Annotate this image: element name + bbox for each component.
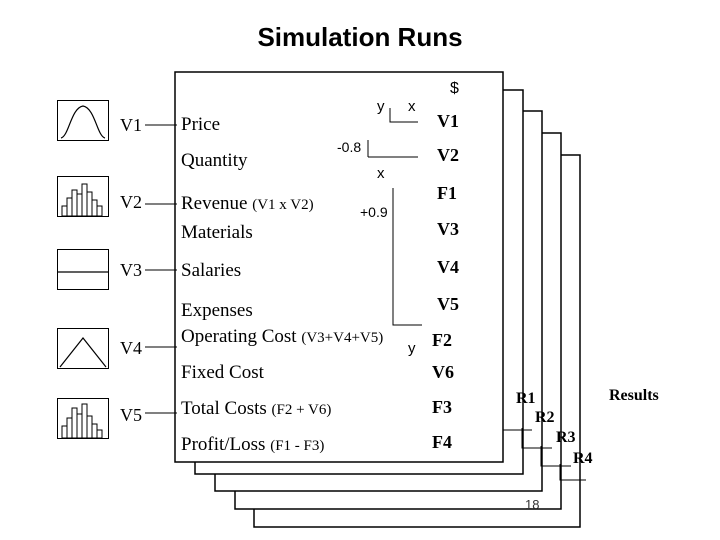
variable-label-v1: V1 — [120, 115, 142, 135]
result-run-r2: R2 — [535, 409, 555, 426]
corr-coef1: -0.8 — [337, 139, 362, 155]
results-label: Results — [609, 387, 659, 404]
row-label-profit-loss: Profit/Loss (F1 - F3) — [181, 434, 324, 456]
total-costs-formula: (F2 + V6) — [271, 402, 332, 418]
revenue-formula: (V1 x V2) — [252, 197, 314, 213]
row-label-operating-cost: Operating Cost (V3+V4+V5) — [181, 326, 383, 348]
operating-cost-text: Operating Cost — [181, 326, 297, 347]
cell-f4: F4 — [432, 432, 452, 452]
row-label-revenue: Revenue (V1 x V2) — [181, 193, 314, 215]
uniform-icon — [57, 249, 109, 290]
page-title: Simulation Runs — [257, 22, 463, 52]
cell-v6: V6 — [432, 362, 454, 382]
bell-curve-icon — [57, 100, 109, 141]
page-number: 18 — [525, 497, 540, 512]
operating-cost-formula: (V3+V4+V5) — [301, 330, 384, 346]
row-label-total-costs: Total Costs (F2 + V6) — [181, 398, 331, 420]
revenue-text: Revenue — [181, 193, 248, 214]
cell-v2: V2 — [437, 145, 459, 165]
variable-label-v5: V5 — [120, 405, 142, 425]
corr-y2: y — [408, 340, 416, 357]
currency-header: $ — [450, 80, 459, 97]
cell-v3: V3 — [437, 219, 459, 239]
cell-v5: V5 — [437, 294, 459, 314]
cell-v4: V4 — [437, 257, 459, 277]
corr-y1: y — [377, 98, 385, 115]
row-label-fixed-cost: Fixed Cost — [181, 362, 264, 383]
result-run-r3: R3 — [556, 429, 576, 446]
corr-coef2: +0.9 — [360, 204, 388, 220]
row-label-expenses: Expenses — [181, 300, 253, 321]
row-label-materials: Materials — [181, 222, 253, 243]
cell-f1: F1 — [437, 183, 457, 203]
histogram-icon — [57, 176, 109, 217]
profit-loss-formula: (F1 - F3) — [270, 438, 325, 454]
histogram-icon — [57, 398, 109, 439]
row-label-quantity: Quantity — [181, 150, 248, 171]
row-label-salaries: Salaries — [181, 260, 242, 281]
result-run-r4: R4 — [573, 450, 593, 467]
triangular-icon — [57, 328, 109, 369]
row-label-price: Price — [181, 114, 221, 135]
profit-loss-text: Profit/Loss — [181, 434, 266, 455]
variable-label-v2: V2 — [120, 192, 142, 212]
corr-x2: x — [377, 165, 385, 182]
variable-label-v3: V3 — [120, 260, 142, 280]
cell-f2: F2 — [432, 330, 452, 350]
sheet-front — [174, 71, 504, 463]
cell-f3: F3 — [432, 397, 452, 417]
total-costs-text: Total Costs — [181, 398, 267, 419]
result-run-r1: R1 — [516, 390, 536, 407]
cell-v1: V1 — [437, 111, 459, 131]
corr-x1: x — [408, 98, 416, 115]
variable-label-v4: V4 — [120, 338, 142, 358]
